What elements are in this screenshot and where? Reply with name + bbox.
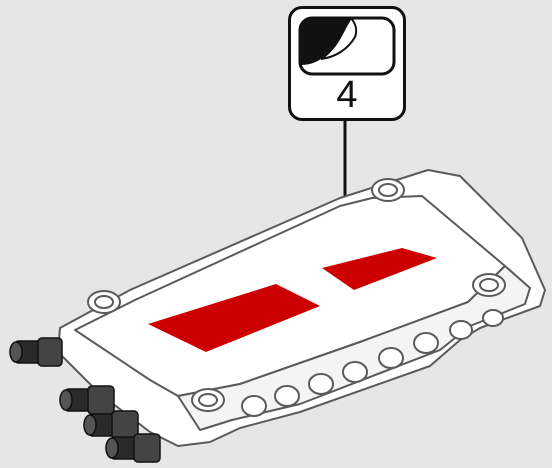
sticker-icon — [291, 9, 403, 79]
pin — [106, 434, 160, 462]
step-number: 4 — [291, 75, 403, 115]
pin-hole — [483, 310, 503, 326]
pin — [84, 411, 138, 439]
pin — [10, 338, 62, 366]
pin-hole — [414, 333, 438, 353]
pin — [60, 386, 114, 414]
pin-hole — [309, 374, 333, 394]
pin-hole — [242, 396, 266, 416]
pin-hole — [450, 321, 472, 339]
stud — [95, 296, 113, 308]
sticker-callout: 4 — [288, 6, 406, 121]
pin-hole — [379, 348, 403, 368]
pin-hole — [275, 386, 299, 406]
stud — [379, 184, 397, 196]
stud — [480, 279, 498, 291]
stud — [199, 394, 217, 406]
pin-hole — [343, 362, 367, 382]
